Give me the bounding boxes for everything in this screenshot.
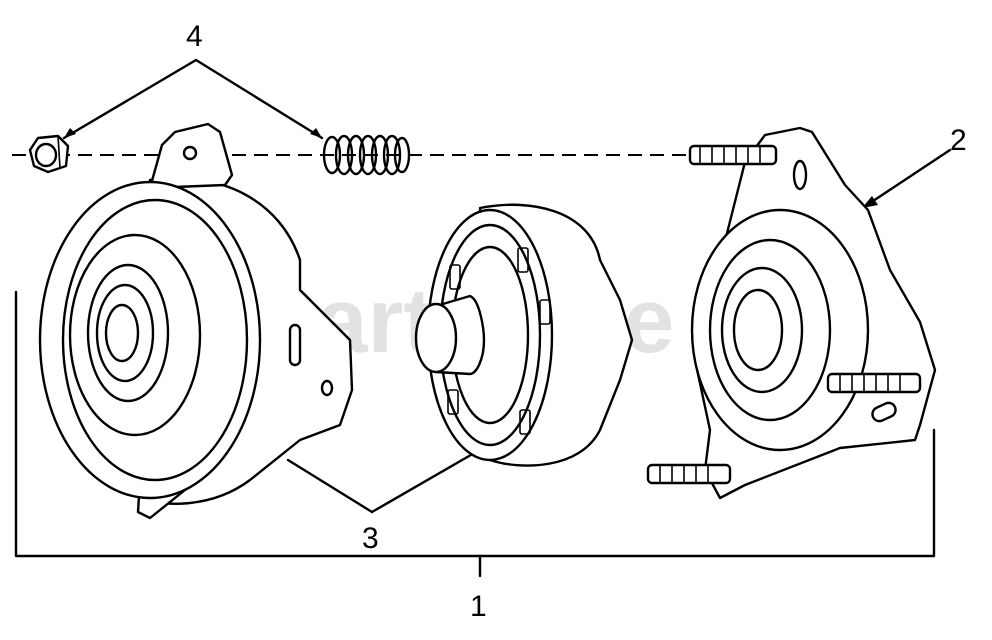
callout-2: 2: [950, 124, 967, 157]
callout-1: 1: [470, 590, 487, 623]
leader-lines-3: [286, 450, 478, 514]
callout-3: 3: [362, 522, 379, 555]
compression-spring: [322, 134, 411, 176]
leader-line-2: [862, 148, 952, 208]
hex-nut: [28, 134, 70, 174]
clutch-pulley: [38, 122, 354, 520]
stud-bottom: [646, 463, 732, 485]
callout-4: 4: [186, 20, 203, 53]
bearing-hub: [414, 203, 634, 467]
clutch-housing: [690, 126, 937, 500]
leader-lines-4: [62, 58, 324, 140]
stud-top: [688, 144, 778, 166]
stud-right: [826, 372, 922, 394]
assembly-bracket: [14, 290, 936, 578]
